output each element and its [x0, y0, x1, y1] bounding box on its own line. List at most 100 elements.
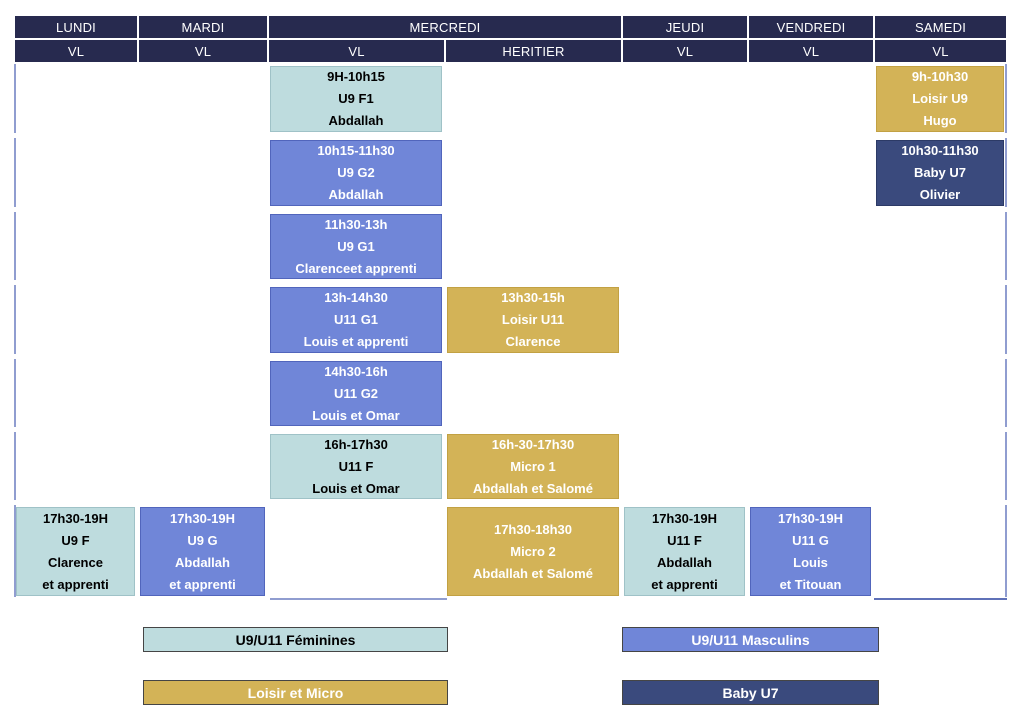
event-line: U11 F [338, 458, 374, 474]
table-edge-right [1005, 138, 1007, 207]
event-line: 13h30-15h [501, 290, 565, 305]
table-edge-right [1005, 212, 1007, 280]
table-edge-left [14, 212, 16, 280]
event-line: Hugo [923, 113, 957, 128]
event-lundi-u9-f: 17h30-19H U9 F Clarence et apprenti [16, 507, 135, 596]
event-line: Abdallah [328, 113, 384, 128]
event-line: Clarenceet apprenti [295, 260, 417, 276]
event-line: U11 G1 [333, 312, 379, 327]
day-header-vendredi: VENDREDI [749, 16, 873, 38]
event-line: U11 F [667, 532, 702, 548]
event-line: 10h15-11h30 [317, 143, 395, 158]
event-line: U11 G [792, 532, 829, 548]
event-line: U9 G [187, 532, 218, 548]
event-line: U9 F [61, 532, 90, 548]
event-line: Louis et Omar [312, 480, 400, 496]
event-line: Louis [793, 554, 828, 570]
table-edge-left [14, 432, 16, 500]
legend-baby-u7-label: Baby U7 [722, 684, 779, 701]
event-line: Loisir U11 [501, 312, 565, 327]
event-line: 16h-17h30 [324, 436, 388, 452]
event-line: U9 G1 [337, 238, 375, 254]
legend-masculins-label: U9/U11 Masculins [691, 631, 810, 648]
event-line: Clarence [505, 334, 561, 349]
table-edge-bottom [270, 598, 447, 600]
venue-header-samedi-vl: VL [875, 40, 1006, 62]
event-line: 9h-10h30 [911, 69, 969, 84]
day-header-mercredi: MERCREDI [269, 16, 621, 38]
table-edge-right [1005, 64, 1007, 133]
event-line: 10h30-11h30 [901, 143, 979, 158]
event-line: et apprenti [42, 576, 109, 592]
venue-header-lundi-vl: VL [15, 40, 137, 62]
event-mercredi-u9-g1: 11h30-13h U9 G1 Clarenceet apprenti [270, 214, 442, 279]
event-line: Micro 2 [510, 543, 556, 559]
event-mardi-u9-g: 17h30-19H U9 G Abdallah et apprenti [140, 507, 265, 596]
table-edge-right [1005, 359, 1007, 427]
legend-masculins: U9/U11 Masculins [622, 627, 879, 652]
event-line: 17h30-19H [42, 510, 109, 526]
event-line: Abdallah et Salomé [473, 565, 593, 581]
event-line: U11 G2 [333, 385, 379, 401]
event-line: Louis et apprenti [303, 334, 409, 349]
event-line: 11h30-13h [324, 216, 388, 232]
legend-loisir-micro-label: Loisir et Micro [247, 684, 344, 701]
event-line: Micro 1 [510, 458, 556, 474]
venue-header-heritier: HERITIER [446, 40, 621, 62]
day-header-jeudi: JEUDI [623, 16, 747, 38]
table-edge-bottom [874, 598, 1007, 600]
event-line: Olivier [919, 187, 961, 202]
legend-baby-u7: Baby U7 [622, 680, 879, 705]
venue-header-mardi-vl: VL [139, 40, 267, 62]
event-line: 14h30-16h [324, 363, 388, 379]
event-line: Louis et Omar [312, 407, 400, 423]
event-line: Clarence [48, 554, 103, 570]
venue-header-mercredi-vl: VL [269, 40, 444, 62]
venue-header-jeudi-vl: VL [623, 40, 747, 62]
day-header-lundi: LUNDI [15, 16, 137, 38]
table-edge-left [14, 505, 16, 597]
table-edge-left [14, 138, 16, 207]
event-line: 17h30-19H [169, 510, 236, 526]
legend-feminines: U9/U11 Féminines [143, 627, 448, 652]
event-line: U9 G2 [337, 165, 375, 180]
event-line: et apprenti [169, 576, 236, 592]
table-edge-right [1005, 505, 1007, 597]
event-line: U9 F1 [338, 91, 374, 106]
event-vendredi-u11-g: 17h30-19H U11 G Louis et Titouan [750, 507, 871, 596]
event-line: 9H-10h15 [327, 69, 385, 84]
table-edge-left [14, 359, 16, 427]
day-header-mardi: MARDI [139, 16, 267, 38]
event-line: Loisir U9 [912, 91, 968, 106]
event-line: Baby U7 [913, 165, 967, 180]
event-line: et Titouan [779, 576, 842, 592]
event-line: Abdallah [175, 554, 230, 570]
event-line: 16h-30-17h30 [491, 436, 575, 452]
event-line: Abdallah et Salomé [473, 480, 593, 496]
event-line: 13h-14h30 [324, 290, 388, 305]
event-mercredi-u9-f1: 9H-10h15 U9 F1 Abdallah [270, 66, 442, 132]
day-header-samedi: SAMEDI [875, 16, 1006, 38]
legend-loisir-micro: Loisir et Micro [143, 680, 448, 705]
event-mercredi-u9-g2: 10h15-11h30 U9 G2 Abdallah [270, 140, 442, 206]
event-line: 17h30-19H [651, 510, 718, 526]
legend-feminines-label: U9/U11 Féminines [235, 631, 356, 648]
venue-header-vendredi-vl: VL [749, 40, 873, 62]
event-line: Abdallah [657, 554, 712, 570]
table-edge-left [14, 64, 16, 133]
event-line: Abdallah [328, 187, 384, 202]
table-edge-left [14, 285, 16, 354]
table-edge-right [1005, 285, 1007, 354]
table-edge-right [1005, 432, 1007, 500]
event-line: 17h30-18h30 [493, 521, 573, 537]
event-line: 17h30-19H [777, 510, 844, 526]
